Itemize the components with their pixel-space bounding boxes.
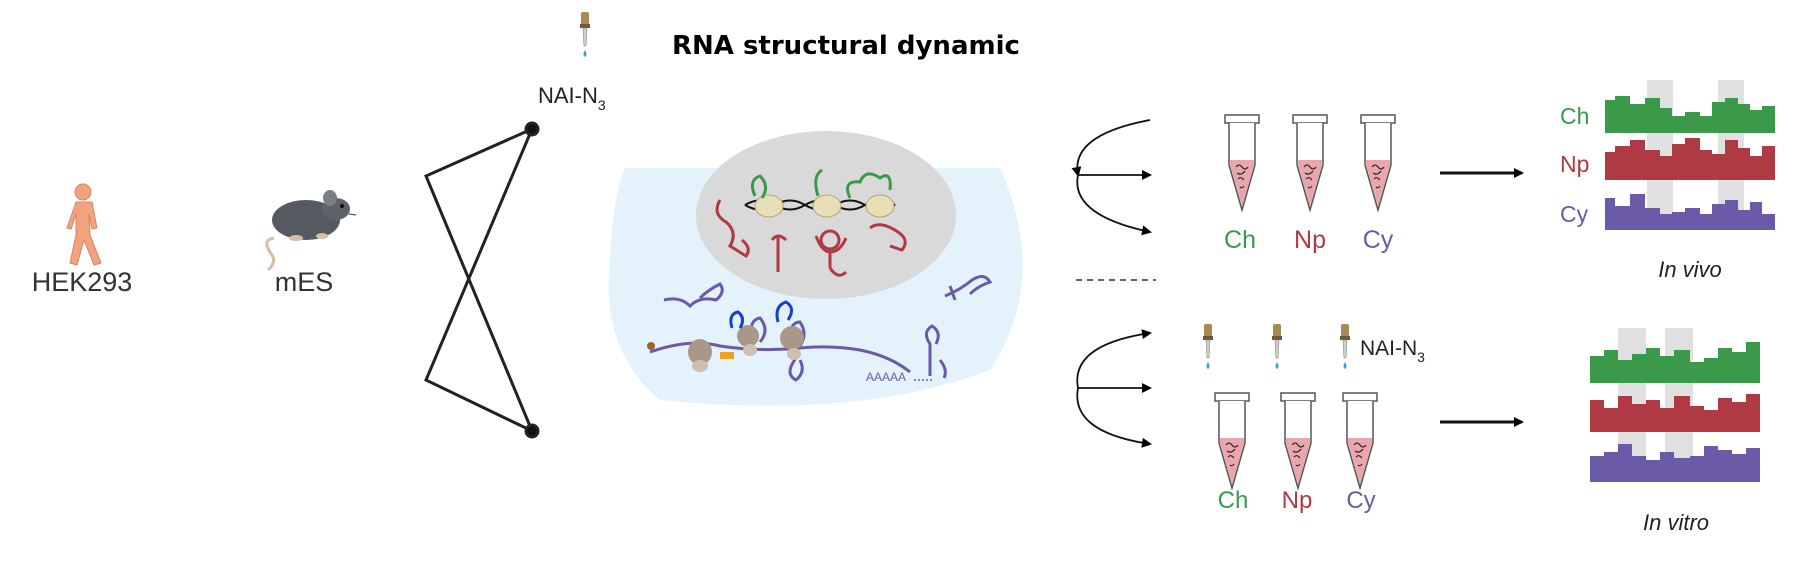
tube-icon (1342, 392, 1378, 489)
fraction-label-cy: Cy (1363, 226, 1394, 254)
in-vivo-profiles (1605, 80, 1775, 230)
reagent-label-bottom: NAI-N3 (1360, 337, 1425, 365)
fraction-label-cy-bottom: Cy (1346, 487, 1375, 514)
person-icon (66, 183, 102, 266)
tube-icon (1280, 392, 1316, 489)
track-label-ch: Ch (1560, 103, 1589, 129)
crossing-connector (424, 121, 540, 439)
tube-icon (1214, 392, 1250, 489)
tube-icon (1360, 114, 1396, 211)
tube-icon (1224, 114, 1260, 211)
dropper-icon (1202, 323, 1214, 370)
track-label-np: Np (1560, 151, 1589, 177)
reagent-label-top: NAI-N3 (538, 83, 606, 113)
fan-arrows-bottom (1076, 329, 1152, 448)
nucleosome-icon (865, 194, 895, 218)
dropper-icon (579, 11, 591, 58)
tube-icon (1292, 114, 1328, 211)
fraction-label-np: Np (1294, 226, 1326, 254)
cell-illustration: AAAAA (608, 131, 1023, 406)
in-vitro-label: In vitro (1643, 510, 1709, 535)
nucleosome-icon (754, 194, 784, 218)
dropper-icon (1339, 323, 1351, 370)
nucleosome-icon (812, 194, 842, 218)
in-vivo-label: In vivo (1658, 257, 1722, 282)
sample-label-human: HEK293 (32, 267, 133, 297)
dropper-icon (1271, 323, 1283, 370)
track-label-cy: Cy (1560, 201, 1589, 227)
sample-label-mouse: mES (275, 267, 334, 297)
diagram-title: RNA structural dynamic (672, 31, 1020, 61)
fraction-label-ch: Ch (1224, 226, 1256, 254)
polya-tail: AAAAA (866, 370, 906, 384)
in-vitro-profiles (1590, 328, 1760, 482)
fraction-label-ch-bottom: Ch (1218, 487, 1249, 514)
mouse-icon (265, 190, 357, 272)
fraction-label-np-bottom: Np (1282, 487, 1313, 514)
fan-arrows-top (1071, 119, 1152, 236)
